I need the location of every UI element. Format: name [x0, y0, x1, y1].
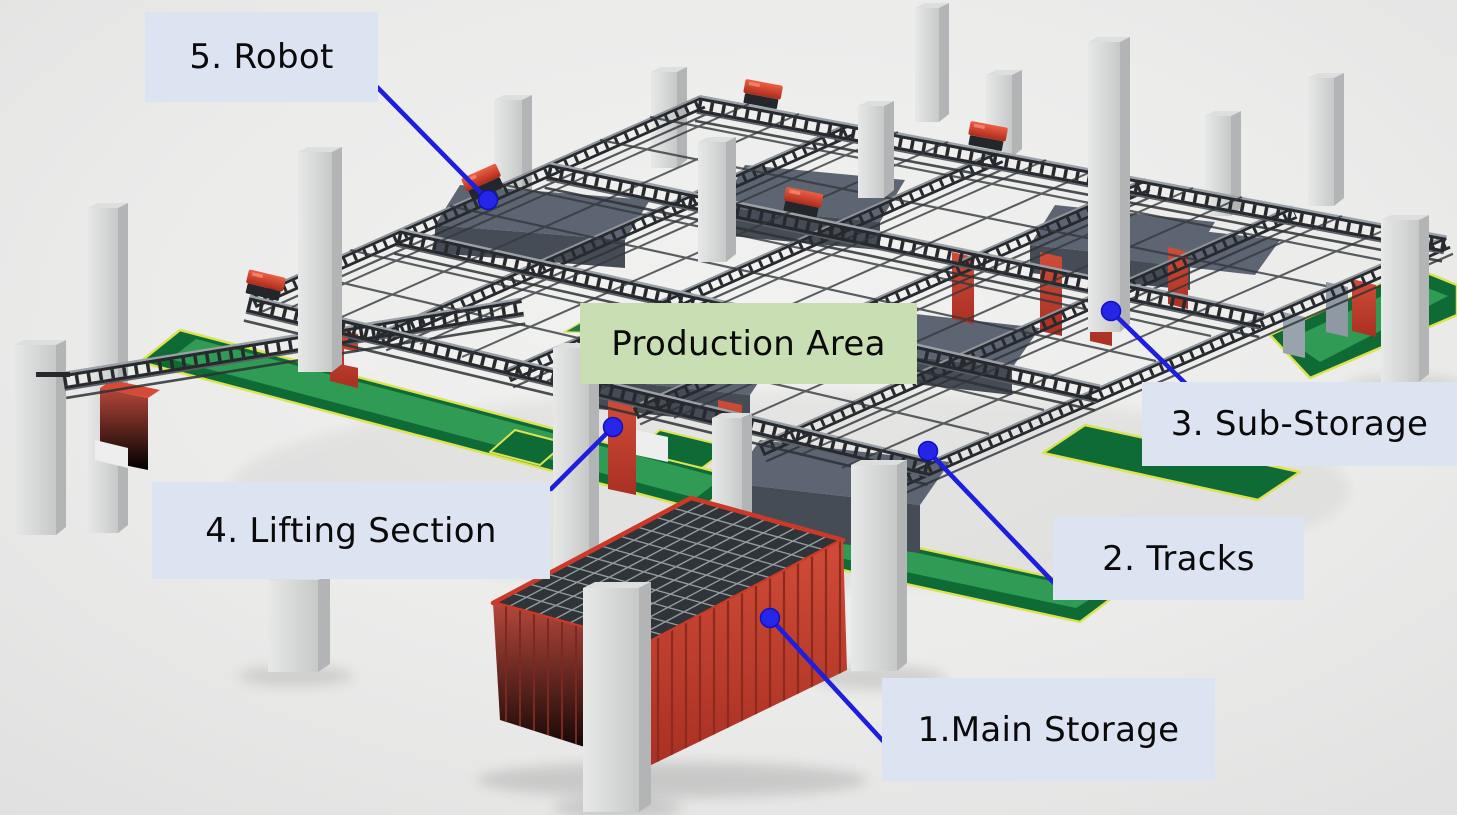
callout-dot-lifting-section — [602, 416, 624, 438]
branch-end-arm — [36, 372, 70, 377]
callouts — [374, 84, 1189, 744]
label-main-storage: 1.Main Storage — [882, 678, 1215, 781]
robot-unit — [743, 79, 783, 109]
callout-line-tracks — [925, 448, 1059, 588]
callout-line-main-storage — [767, 615, 886, 744]
label-robot: 5. Robot — [145, 12, 378, 102]
label-lifting-section: 4. Lifting Section — [152, 482, 550, 579]
callout-dot-robot — [477, 189, 499, 211]
callout-dot-tracks — [917, 440, 939, 462]
callout-line-lifting-section — [548, 424, 616, 492]
robot-unit — [783, 186, 824, 218]
label-production-area: Production Area — [580, 303, 917, 384]
callout-line-robot — [374, 84, 491, 203]
label-tracks: 2. Tracks — [1053, 517, 1304, 600]
callout-dots — [477, 189, 1122, 629]
callout-dot-sub-storage — [1100, 300, 1122, 322]
robot-unit — [968, 121, 1008, 151]
robot-unit — [245, 269, 286, 301]
callout-dot-main-storage — [759, 607, 781, 629]
label-sub-storage: 3. Sub-Storage — [1142, 382, 1457, 466]
callout-line-sub-storage — [1108, 308, 1189, 387]
